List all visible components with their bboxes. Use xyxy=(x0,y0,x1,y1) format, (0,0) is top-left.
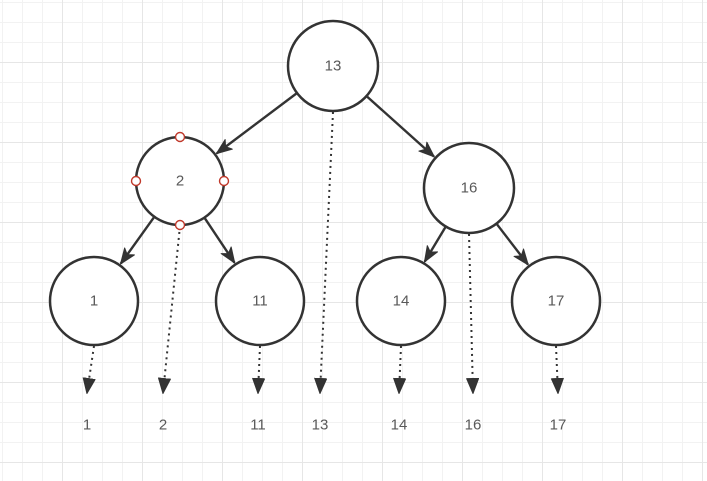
tree-node-circle-16[interactable] xyxy=(422,141,516,235)
traversal-label-2[interactable]: 2 xyxy=(159,417,167,434)
connection-point-handle-bottom[interactable] xyxy=(174,219,186,231)
tree-node-13[interactable]: 13 xyxy=(286,19,380,113)
tree-node-label-11: 11 xyxy=(252,293,268,310)
tree-node-circle-17[interactable] xyxy=(510,255,602,347)
tree-edge-16-17[interactable] xyxy=(496,223,529,266)
tree-node-circle-11[interactable] xyxy=(214,255,306,347)
tree-edges xyxy=(119,92,529,266)
traversal-label-11[interactable]: 11 xyxy=(250,417,266,434)
tree-node-label-17: 17 xyxy=(548,293,565,310)
connection-point-handle-right[interactable] xyxy=(218,175,230,187)
traversal-arrow-16[interactable] xyxy=(466,233,480,394)
traversal-arrow-13[interactable] xyxy=(314,111,334,394)
tree-edge-16-14[interactable] xyxy=(423,226,447,263)
traversal-arrow-1[interactable] xyxy=(82,345,96,394)
traversal-labels: 1 2 11 13 14 16 17 xyxy=(83,417,567,434)
connection-point-handle-top[interactable] xyxy=(174,131,186,143)
traversal-label-14[interactable]: 14 xyxy=(391,417,408,434)
tree-node-circle-13[interactable] xyxy=(286,19,380,113)
traversal-label-13[interactable]: 13 xyxy=(312,417,329,434)
tree-node-label-1: 1 xyxy=(90,293,98,310)
tree-node-11[interactable]: 11 xyxy=(214,255,306,347)
connection-point-handle-left[interactable] xyxy=(130,175,142,187)
traversal-label-1[interactable]: 1 xyxy=(83,417,91,434)
traversal-label-17[interactable]: 17 xyxy=(550,417,567,434)
traversal-arrow-11[interactable] xyxy=(252,345,266,394)
tree-node-label-13: 13 xyxy=(325,58,342,75)
tree-node-14[interactable]: 14 xyxy=(355,255,447,347)
traversal-arrow-2[interactable] xyxy=(157,225,181,394)
tree-node-circle-1[interactable] xyxy=(48,255,140,347)
tree-node-2[interactable]: 2 xyxy=(130,131,230,231)
tree-node-label-16: 16 xyxy=(461,180,478,197)
tree-node-label-14: 14 xyxy=(393,293,410,310)
traversal-label-16[interactable]: 16 xyxy=(465,417,482,434)
tree-node-1[interactable]: 1 xyxy=(48,255,140,347)
tree-node-circle-14[interactable] xyxy=(355,255,447,347)
tree-node-17[interactable]: 17 xyxy=(510,255,602,347)
traversal-arrows xyxy=(82,111,564,394)
tree-edge-13-2[interactable] xyxy=(215,92,297,155)
tree-edge-13-16[interactable] xyxy=(366,95,435,158)
tree-edge-2-1[interactable] xyxy=(119,216,155,265)
tree-node-16[interactable]: 16 xyxy=(422,141,516,235)
traversal-arrow-14[interactable] xyxy=(393,345,407,394)
traversal-arrow-17[interactable] xyxy=(550,345,564,394)
tree-edge-2-11[interactable] xyxy=(203,217,236,264)
tree-node-label-2: 2 xyxy=(176,173,184,190)
